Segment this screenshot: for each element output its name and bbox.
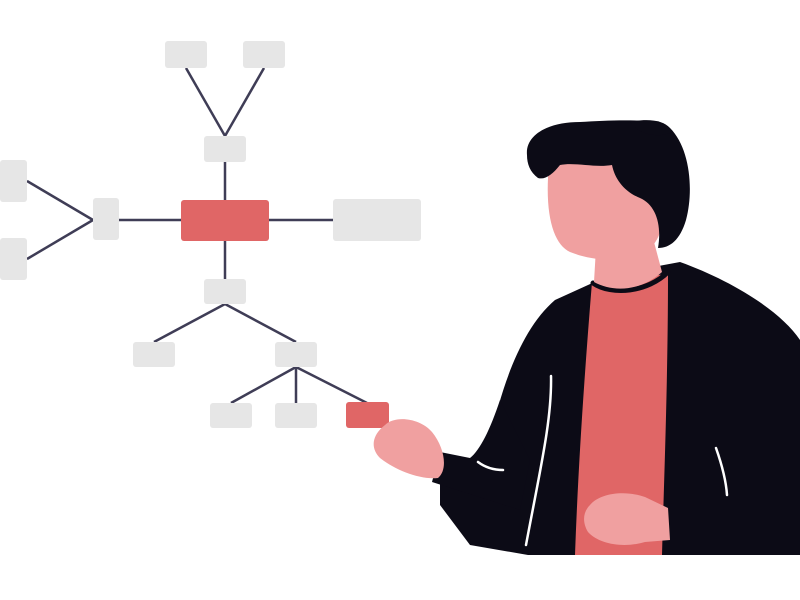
- diagram-node: [204, 279, 246, 304]
- diagram-connectors: [26, 67, 368, 405]
- person-hair-tuft: [630, 120, 672, 136]
- diagram-node: [0, 238, 27, 280]
- person-resting-hand: [584, 493, 670, 545]
- connector-left-mid-to-far-left-top: [26, 179, 94, 222]
- person-pointing-hand: [373, 419, 444, 479]
- connector-left-mid-to-far-left-bottom: [26, 218, 94, 261]
- person-shirt: [575, 274, 668, 555]
- diagram-node: [275, 403, 317, 428]
- person-jacket-line-sleeve: [476, 460, 505, 472]
- diagram-node: [333, 199, 421, 241]
- person-hair: [526, 120, 690, 248]
- diagram-node: [204, 136, 246, 162]
- diagram-node: [93, 198, 119, 240]
- diagram-node: [0, 160, 27, 202]
- connector-lower-right-to-bottom-1: [230, 365, 297, 405]
- person-jacket-line-right: [714, 446, 729, 497]
- connector-lower-mid-to-lower-right: [224, 302, 297, 344]
- diagram-nodes: [0, 41, 421, 428]
- connector-upper-mid-to-top-left: [184, 67, 227, 137]
- person-jacket-sleeve: [432, 400, 530, 510]
- person-figure: [373, 120, 800, 555]
- connector-upper-mid-to-top-right: [223, 67, 266, 137]
- diagram-node: [165, 41, 207, 68]
- person-jacket-line-left: [524, 374, 553, 547]
- connector-lower-mid-to-lower-left: [153, 302, 226, 344]
- diagram-node: [275, 342, 317, 367]
- diagram-node-central: [181, 200, 269, 241]
- connector-lower-right-to-bottom-3: [295, 365, 368, 405]
- diagram-node: [210, 403, 252, 428]
- diagram-node: [133, 342, 175, 367]
- diagram-node-selected: [346, 402, 389, 428]
- person-collar: [590, 269, 671, 294]
- diagram-node: [243, 41, 285, 68]
